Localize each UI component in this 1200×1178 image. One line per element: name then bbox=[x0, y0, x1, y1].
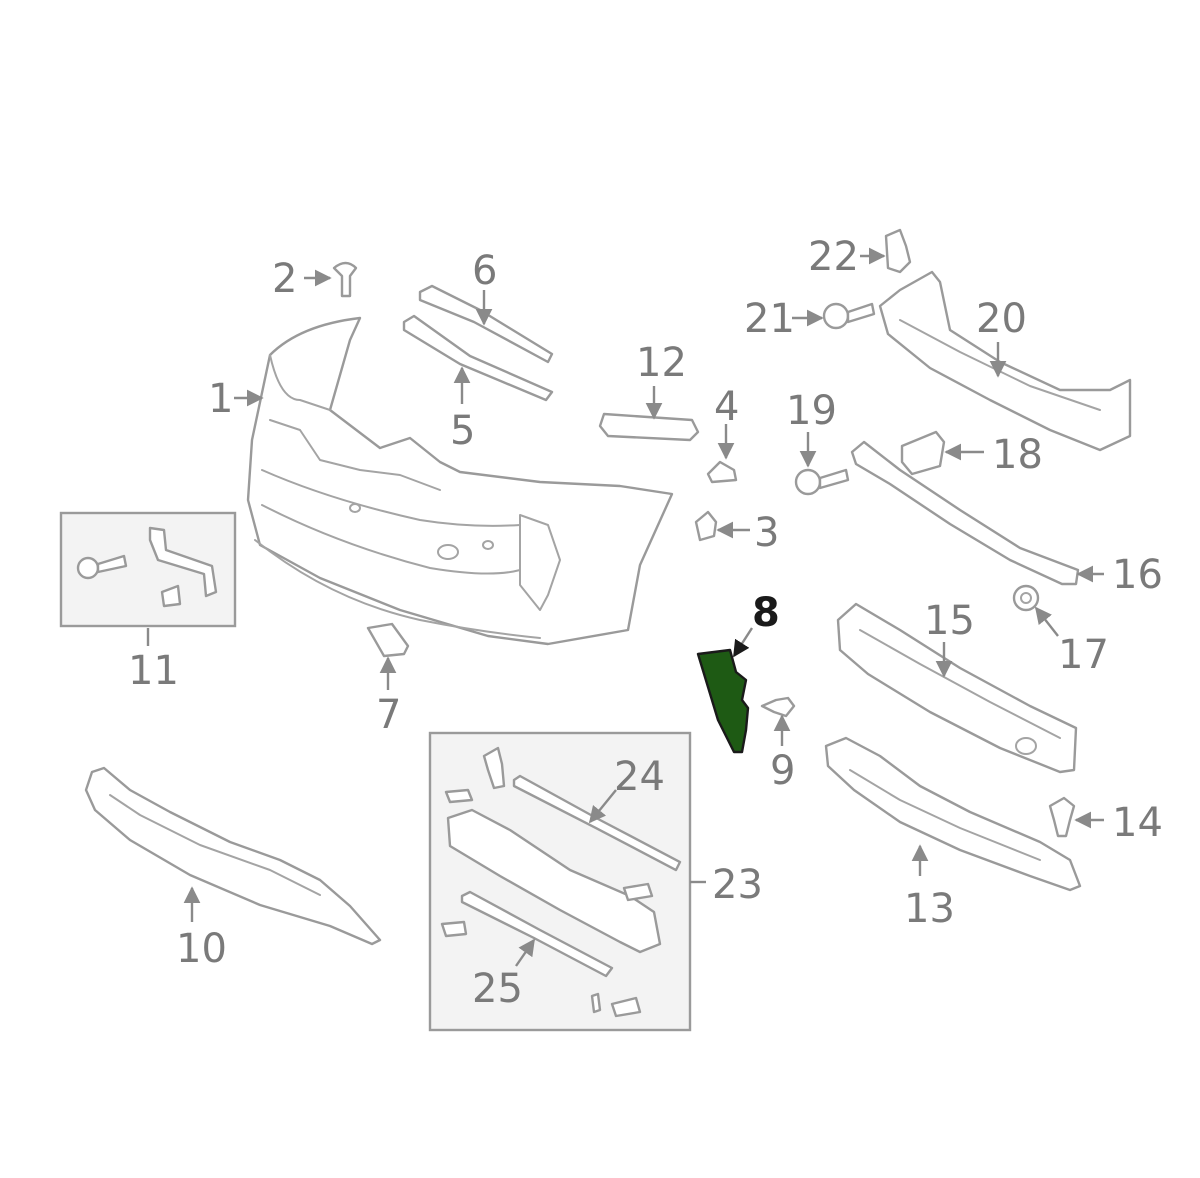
label-8: 8 bbox=[752, 590, 780, 636]
part-12-emblem-base bbox=[598, 412, 700, 442]
label-12: 12 bbox=[636, 340, 687, 386]
part-7-tow-cover bbox=[366, 622, 410, 658]
part-5-lower-molding bbox=[402, 314, 554, 402]
label-5: 5 bbox=[450, 408, 475, 454]
label-23: 23 bbox=[712, 862, 763, 908]
part-1-bumper-cover bbox=[246, 316, 674, 646]
label-16: 16 bbox=[1112, 552, 1163, 598]
label-10: 10 bbox=[176, 926, 227, 972]
part-4-clip bbox=[706, 460, 738, 484]
part-23-retainer-kit bbox=[440, 746, 662, 1018]
part-14-clip bbox=[1048, 796, 1076, 838]
leader-17 bbox=[1034, 606, 1059, 637]
label-25: 25 bbox=[472, 966, 523, 1012]
part-8-bracket bbox=[696, 648, 750, 754]
part-19-bolt bbox=[794, 468, 850, 496]
part-25-seal-strip bbox=[460, 890, 614, 978]
part-15-energy-absorber bbox=[836, 602, 1078, 774]
label-3: 3 bbox=[754, 510, 779, 556]
label-21: 21 bbox=[744, 296, 795, 342]
leader-24 bbox=[588, 789, 617, 824]
part-22-clip bbox=[884, 228, 912, 274]
part-3-clip bbox=[694, 510, 718, 542]
leader-25 bbox=[515, 938, 535, 967]
part-13-lower-absorber bbox=[824, 736, 1082, 892]
label-18: 18 bbox=[992, 432, 1043, 478]
label-14: 14 bbox=[1112, 800, 1163, 846]
part-2-clip bbox=[332, 261, 358, 298]
part-9-bolt bbox=[760, 696, 796, 718]
label-7: 7 bbox=[376, 692, 401, 738]
part-16-reinforcement-bar bbox=[850, 440, 1080, 586]
label-9: 9 bbox=[770, 748, 795, 794]
label-20: 20 bbox=[976, 296, 1027, 342]
label-1: 1 bbox=[208, 376, 233, 422]
label-19: 19 bbox=[786, 388, 837, 434]
label-22: 22 bbox=[808, 234, 859, 280]
part-11-license-bracket-kit bbox=[76, 526, 218, 608]
label-2: 2 bbox=[272, 256, 297, 302]
part-21-bolt bbox=[822, 302, 876, 330]
part-18-bracket bbox=[900, 430, 946, 476]
label-11: 11 bbox=[128, 648, 179, 694]
label-17: 17 bbox=[1058, 632, 1109, 678]
part-10-lower-spoiler bbox=[84, 766, 382, 946]
leader-8 bbox=[732, 627, 754, 658]
label-4: 4 bbox=[714, 384, 739, 430]
label-15: 15 bbox=[924, 598, 975, 644]
part-17-nut bbox=[1012, 584, 1040, 612]
label-13: 13 bbox=[904, 886, 955, 932]
label-6: 6 bbox=[472, 248, 497, 294]
label-24: 24 bbox=[614, 754, 665, 800]
